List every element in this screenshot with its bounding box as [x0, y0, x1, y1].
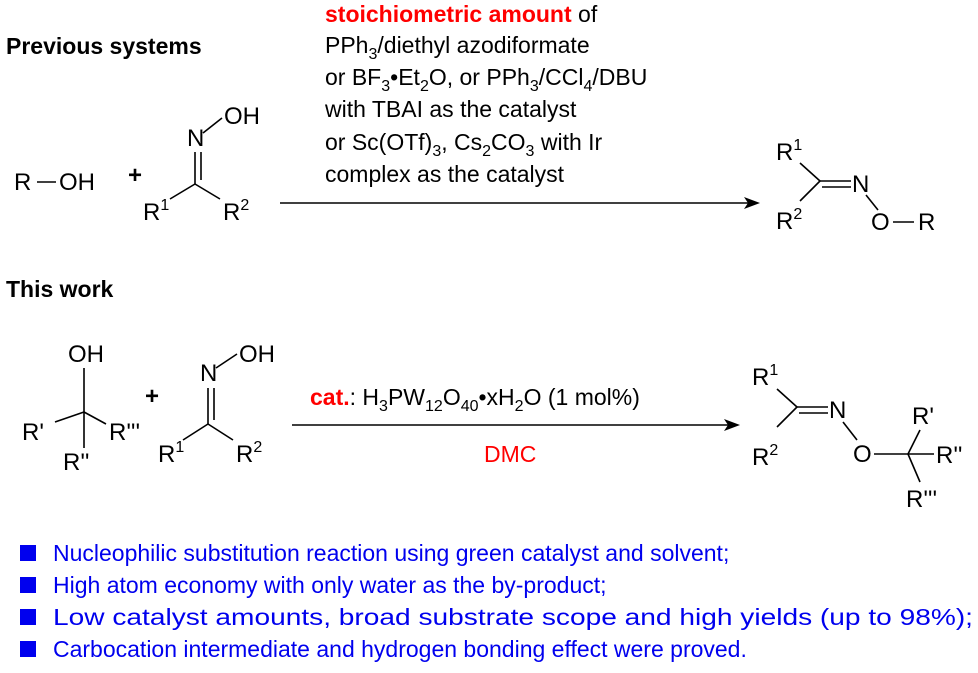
bullet-list: Nucleophilic substitution reaction using…: [20, 540, 973, 662]
prod-c-r2-bond-thiswork: [776, 406, 798, 428]
product-o-thiswork: O: [853, 441, 872, 468]
bullet-text-4: Carbocation intermediate and hydrogen bo…: [53, 636, 747, 662]
oxime-oh-previous: OH: [224, 103, 260, 130]
product-o-previous: O: [871, 209, 890, 236]
arrowhead-previous: [744, 197, 760, 209]
bullet-square-3: [20, 609, 36, 625]
product-rp-thiswork: R': [912, 403, 934, 430]
oxime-n-previous: N: [187, 125, 204, 152]
bullet-text-2: High atom economy with only water as the…: [53, 572, 607, 598]
oxime-oh-thiswork: OH: [239, 341, 275, 368]
alcohol-r: R: [14, 169, 31, 196]
product-rpp-thiswork: R'': [936, 442, 963, 469]
catalyst-line: cat.: H3PW12O40•xH2O (1 mol%): [310, 384, 640, 415]
bullet-text-3: Low catalyst amounts, broad substrate sc…: [53, 604, 973, 630]
product-rppp-thiswork: R''': [906, 486, 937, 513]
prod-c-r1-bond-previous: [799, 162, 821, 182]
alcohol-oh: OH: [59, 169, 95, 196]
prod-c-rppp-bond-thiswork: [907, 453, 921, 483]
product-r1-previous: R1: [776, 137, 802, 166]
solvent-label: DMC: [484, 441, 536, 467]
oxime-r1-thiswork: R1: [158, 439, 184, 468]
c-r1-bond-thiswork: [54, 411, 85, 423]
bullet-square-2: [20, 577, 36, 593]
previous-cond-line5: or Sc(OTf)3, Cs2CO3 with Ir: [325, 129, 603, 160]
plus-thiswork: +: [145, 383, 159, 410]
oxime-r2-thiswork: R2: [236, 439, 262, 468]
previous-heading: Previous systems: [6, 33, 202, 59]
prod-n-o-bond-previous: [865, 194, 879, 211]
product-r1-thiswork: R1: [752, 362, 778, 391]
oxime-r1-previous: R1: [143, 197, 169, 226]
previous-cond-line1: stoichiometric amount of: [325, 1, 598, 27]
plus-previous: +: [128, 162, 142, 189]
prod-n-o-bond-thiswork: [842, 421, 858, 441]
previous-cond-line2: PPh3/diethyl azodiformate: [325, 32, 590, 63]
alcohol-r2-thiswork: R'': [63, 449, 90, 476]
c-r3-bond-thiswork: [83, 411, 107, 425]
oxime-r2-previous: R2: [223, 197, 249, 226]
alcohol-oh-thiswork: OH: [68, 341, 104, 368]
c-r1-bond-ox-thiswork: [182, 423, 209, 441]
prod-c-r1-bond-thiswork: [776, 388, 798, 408]
previous-cond-line3: or BF3•Et2O, or PPh3/CCl4/DBU: [325, 64, 647, 95]
oxime-n-thiswork: N: [200, 360, 217, 387]
alcohol-r3-thiswork: R''': [109, 419, 140, 446]
bullet-square-1: [20, 545, 36, 561]
c-r1-bond-previous: [169, 183, 196, 200]
this-work-heading: This work: [6, 276, 114, 302]
c-r2-bond-previous: [194, 183, 221, 200]
n-o-bond-thiswork: [215, 353, 238, 369]
alcohol-r1-thiswork: R': [22, 419, 44, 446]
product-r2-thiswork: R2: [752, 442, 778, 471]
prod-c-r2-bond-previous: [799, 180, 821, 202]
product-n-previous: N: [852, 171, 869, 198]
previous-cond-line6: complex as the catalyst: [325, 161, 565, 187]
bullet-square-4: [20, 641, 36, 657]
arrowhead-thiswork: [724, 419, 740, 431]
product-r2-previous: R2: [776, 206, 802, 235]
n-o-bond-previous: [202, 117, 223, 134]
c-r2-bond-ox-thiswork: [207, 423, 234, 441]
bullet-text-1: Nucleophilic substitution reaction using…: [53, 540, 729, 566]
previous-cond-line4: with TBAI as the catalyst: [324, 96, 577, 122]
prod-c-rp-bond-thiswork: [907, 429, 921, 455]
product-r-previous: R: [918, 209, 935, 236]
product-n-thiswork: N: [829, 397, 846, 424]
